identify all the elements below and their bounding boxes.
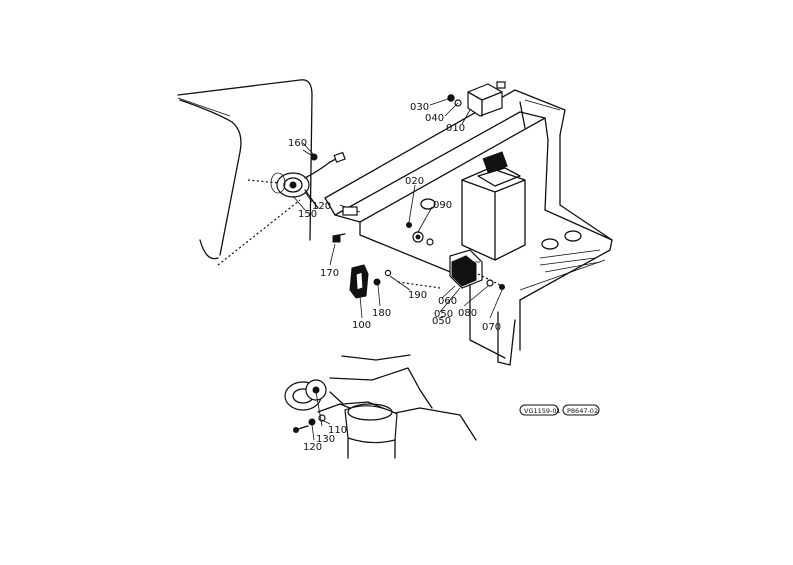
label-110: 110 [328, 425, 347, 436]
reference-tag-2: P8647-02 [562, 404, 600, 416]
part-labels: 030 040 010 160 020 090 120 150 170 190 … [288, 102, 501, 453]
label-120-upper: 120 [312, 201, 331, 212]
small-parts [332, 222, 441, 299]
label-020: 020 [405, 176, 424, 187]
main-frame [324, 89, 613, 366]
label-040: 040 [425, 113, 444, 124]
label-050-a: 050 [434, 309, 453, 320]
label-050-b: 050 [432, 316, 451, 327]
label-160: 160 [288, 138, 307, 149]
svg-text:VG1159-01: VG1159-01 [524, 407, 561, 415]
label-180: 180 [372, 308, 391, 319]
reference-tag-1: VG1159-01 [519, 404, 561, 416]
leader-lines [292, 97, 503, 441]
label-150: 150 [298, 209, 317, 220]
label-170: 170 [320, 268, 339, 279]
label-190: 190 [408, 290, 427, 301]
label-130: 130 [316, 434, 335, 445]
label-060: 060 [438, 296, 457, 307]
label-100: 100 [352, 320, 371, 331]
seat-panel [177, 79, 313, 266]
svg-text:P8647-02: P8647-02 [567, 407, 598, 415]
label-090: 090 [433, 200, 452, 211]
relay-block [447, 81, 506, 117]
label-120: 120 [303, 442, 322, 453]
lower-assembly [284, 354, 477, 459]
label-080: 080 [458, 308, 477, 319]
switch-assembly [270, 149, 346, 209]
horn-unit [449, 249, 505, 290]
label-030: 030 [410, 102, 429, 113]
label-070: 070 [482, 322, 501, 333]
label-010: 010 [446, 123, 465, 134]
